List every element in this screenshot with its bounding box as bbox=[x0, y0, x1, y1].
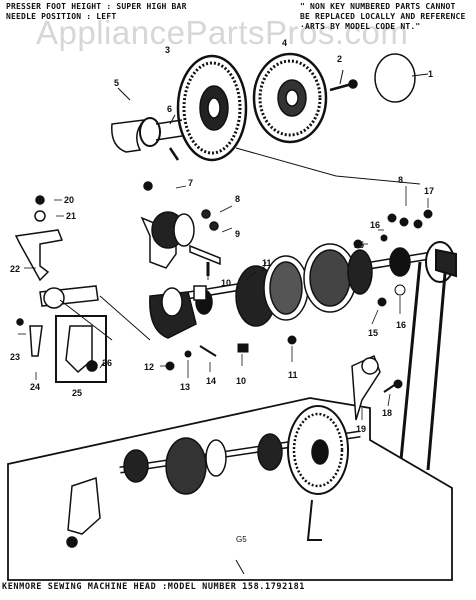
callout-23: 23 bbox=[10, 352, 20, 362]
non-key-note-line1: " NON KEY NUMBERED PARTS CANNOT bbox=[300, 2, 456, 11]
header-notes-right: " NON KEY NUMBERED PARTS CANNOT BE REPLA… bbox=[300, 2, 466, 32]
callout-12: 12 bbox=[144, 362, 154, 372]
corner-mark: G5 bbox=[236, 535, 247, 544]
callout-11-upper: 11 bbox=[262, 258, 272, 268]
callout-leaders bbox=[18, 185, 429, 420]
callout-17: 17 bbox=[424, 186, 434, 196]
presser-bar-assembly bbox=[14, 195, 151, 383]
callout-20: 20 bbox=[64, 195, 74, 205]
non-key-note-line2: BE REPLACED LOCALLY AND REFERENCE bbox=[300, 12, 466, 21]
callout-13: 13 bbox=[180, 382, 190, 392]
handwheel-assembly bbox=[111, 52, 416, 162]
callout-8-middle: 8 bbox=[235, 194, 240, 204]
callout-15-upper: 15 bbox=[354, 240, 364, 250]
non-key-note-line3: ·ARTS BY MODEL CODE NT." bbox=[300, 22, 421, 31]
callout-numbers: 1 2 3 4 5 6 7 8 8 9 10 10 11 11 12 13 14… bbox=[10, 38, 434, 544]
callout-25: 25 bbox=[72, 388, 82, 398]
watermark: AppliancePartsPros.com bbox=[36, 14, 409, 51]
model-caption: KENMORE SEWING MACHINE HEAD :MODEL NUMBE… bbox=[2, 582, 306, 592]
bobbin-winder-assembly bbox=[140, 181, 221, 269]
callout-3: 3 bbox=[165, 45, 170, 55]
callout-21: 21 bbox=[66, 211, 76, 221]
callout-8-right: 8 bbox=[398, 175, 403, 185]
callout-16-lower: 16 bbox=[396, 320, 406, 330]
callout-19: 19 bbox=[356, 424, 366, 434]
callout-24: 24 bbox=[30, 382, 40, 392]
callout-2: 2 bbox=[337, 54, 342, 64]
callout-22: 22 bbox=[10, 264, 20, 274]
callout-6: 6 bbox=[167, 104, 172, 114]
callout-10-lower: 10 bbox=[236, 376, 246, 386]
needle-position-note: NEEDLE POSITION : LEFT bbox=[6, 12, 117, 21]
callout-7: 7 bbox=[188, 178, 193, 188]
main-shaft-assembly bbox=[149, 243, 441, 339]
machine-head-housing bbox=[7, 354, 453, 581]
callout-10-upper: 10 bbox=[221, 278, 231, 288]
callout-9: 9 bbox=[235, 229, 240, 239]
callout-18: 18 bbox=[382, 408, 392, 418]
callout-5: 5 bbox=[114, 78, 119, 88]
callout-14: 14 bbox=[206, 376, 216, 386]
callout-16-upper: 16 bbox=[370, 220, 380, 230]
callout-26: 26 bbox=[102, 358, 112, 368]
callout-1: 1 bbox=[428, 69, 433, 79]
belt-assembly bbox=[398, 241, 457, 471]
callout-15-lower: 15 bbox=[368, 328, 378, 338]
presser-foot-note: PRESSER FOOT HEIGHT : SUPER HIGH BAR bbox=[6, 2, 187, 11]
callout-11-lower: 11 bbox=[288, 370, 298, 380]
leader-lines-top bbox=[117, 69, 429, 185]
header-notes-left: PRESSER FOOT HEIGHT : SUPER HIGH BAR NEE… bbox=[6, 2, 187, 22]
callout-4: 4 bbox=[282, 38, 287, 48]
